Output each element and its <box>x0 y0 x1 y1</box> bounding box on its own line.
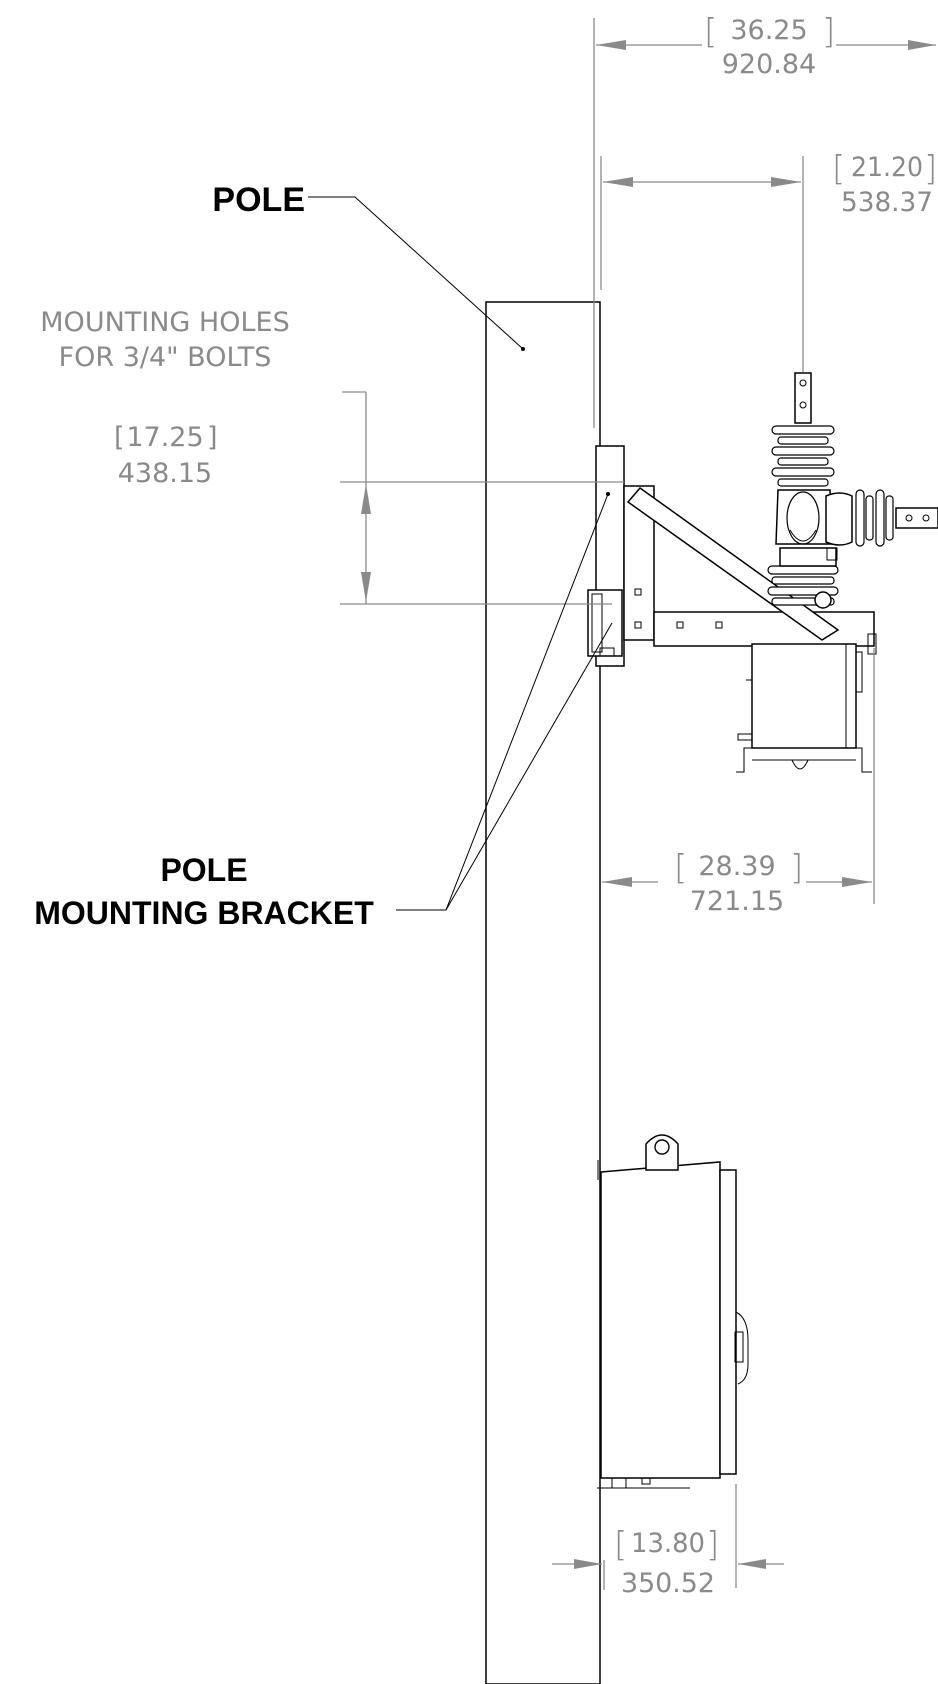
svg-text:[: [ <box>614 1525 627 1565</box>
dim-text-cabinet-depth: [ 13.80 ] 350.52 <box>614 1525 719 1599</box>
svg-text:]: ] <box>207 422 218 453</box>
dim-hole-spacing-mm: 438.15 <box>118 458 212 489</box>
dim-cabinet-depth-inch: 13.80 <box>631 1528 705 1559</box>
control-cabinet <box>597 1134 749 1489</box>
svg-text:[: [ <box>704 12 717 52</box>
dim-cabinet-depth-mm: 350.52 <box>621 1568 715 1599</box>
recloser-tank <box>736 643 872 773</box>
vertical-bushing <box>767 372 839 609</box>
dimension-pole-to-terminal <box>603 177 801 187</box>
dim-pole-to-frame-inch: 28.39 <box>698 851 775 882</box>
leader-lines <box>308 196 613 911</box>
dim-pole-to-frame-mm: 721.15 <box>690 886 784 917</box>
svg-text:]: ] <box>822 12 835 52</box>
svg-text:]: ] <box>924 149 937 189</box>
extension-lines <box>340 18 875 1590</box>
mounting-holes-label-line2: FOR 3/4" BOLTS <box>59 342 272 373</box>
mounting-holes-label-line1: MOUNTING HOLES <box>40 307 289 338</box>
svg-text:[: [ <box>114 422 125 453</box>
dim-text-overall-width: [ 36.25 ] 920.84 <box>704 12 835 80</box>
dim-text-pole-to-frame: [ 28.39 ] 721.15 <box>674 848 803 917</box>
bracket-label-line1: POLE <box>160 852 247 888</box>
dim-overall-width-inch: 36.25 <box>730 15 807 46</box>
dimension-cabinet-depth <box>552 1559 784 1569</box>
dimension-pole-to-frame <box>602 877 872 887</box>
dim-pole-to-terminal-inch: 21.20 <box>851 152 923 183</box>
dim-text-pole-to-terminal: [ 21.20 ] 538.37 <box>832 149 937 218</box>
svg-text:[: [ <box>674 848 687 888</box>
horizontal-bushing <box>825 489 938 547</box>
dim-pole-to-terminal-mm: 538.37 <box>841 187 933 218</box>
dim-hole-spacing-inch: 17.25 <box>126 422 203 453</box>
dimension-overall-width <box>596 40 936 50</box>
bracket-label-line2: MOUNTING BRACKET <box>34 895 374 931</box>
dim-text-hole-spacing: [ 17.25 ] 438.15 <box>114 422 218 489</box>
dimension-hole-spacing <box>361 392 371 604</box>
svg-text:[: [ <box>832 149 845 189</box>
dim-overall-width-mm: 920.84 <box>722 49 816 80</box>
svg-text:]: ] <box>790 848 803 888</box>
pole <box>485 301 601 1684</box>
pole-label: POLE <box>212 181 305 219</box>
svg-text:]: ] <box>706 1525 719 1565</box>
